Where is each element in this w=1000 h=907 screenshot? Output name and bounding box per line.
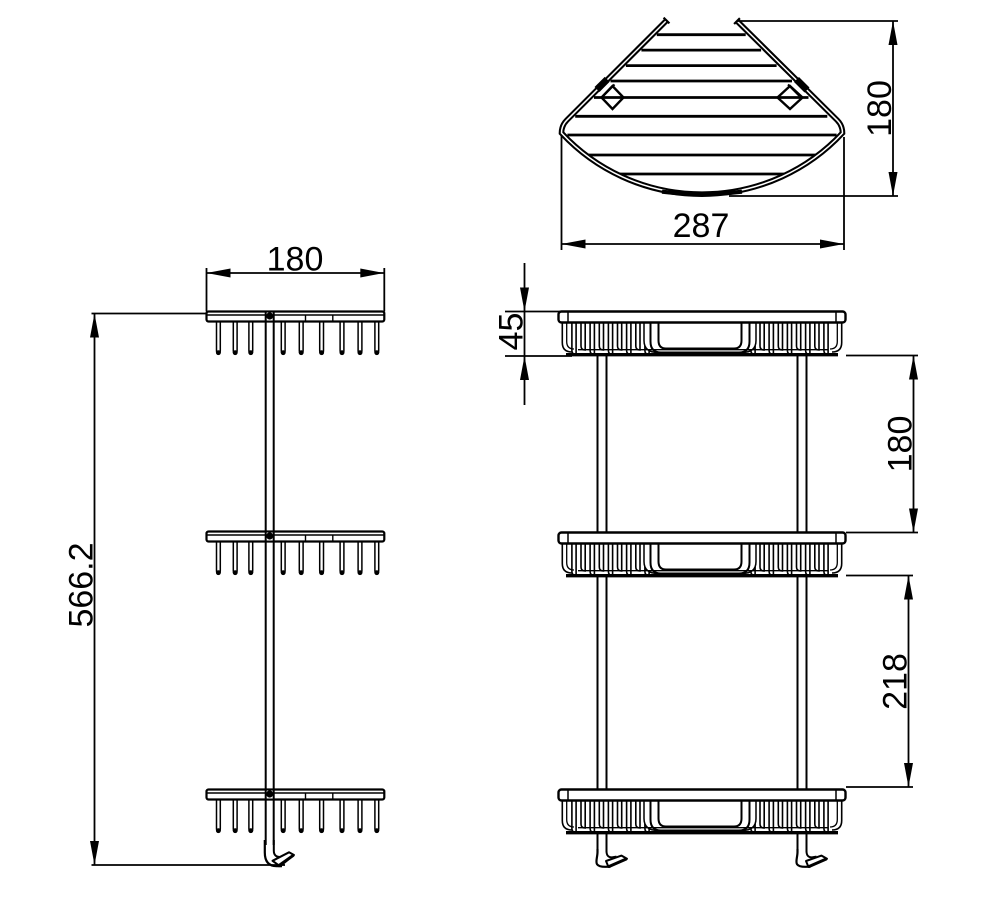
- svg-text:566.2: 566.2: [63, 542, 101, 627]
- svg-text:180: 180: [267, 241, 324, 279]
- svg-text:180: 180: [882, 416, 920, 473]
- svg-text:180: 180: [861, 80, 899, 137]
- svg-text:45: 45: [493, 313, 531, 351]
- svg-text:287: 287: [673, 207, 730, 245]
- svg-text:218: 218: [877, 653, 915, 710]
